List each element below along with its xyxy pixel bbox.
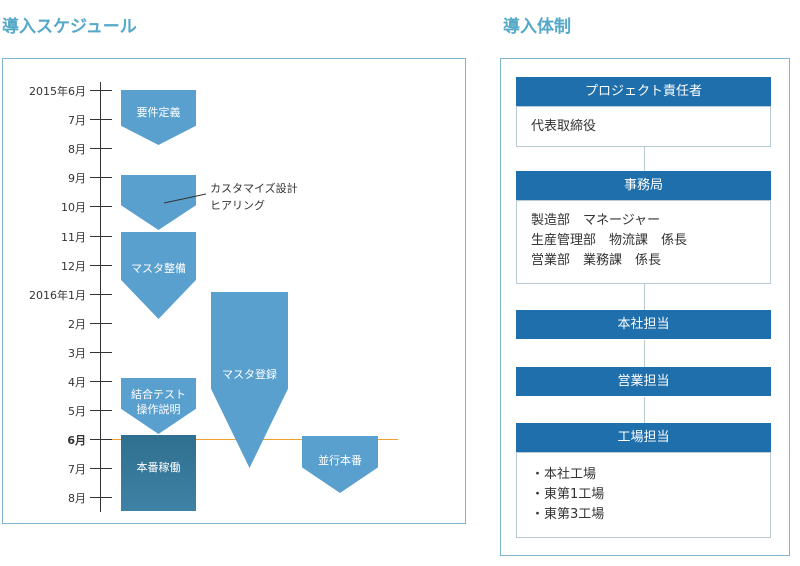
note-leader-line	[163, 193, 207, 204]
month-tick	[90, 439, 112, 440]
month-tick	[90, 468, 112, 469]
org-member: ・東第1工場	[531, 487, 605, 502]
month-label: 11月	[61, 230, 86, 244]
month-label: 4月	[68, 376, 86, 389]
hearing-note-line: カスタマイズ設計	[210, 182, 298, 195]
phase-production-label: 本番稼働	[136, 461, 181, 474]
month-tick	[90, 294, 112, 295]
org-hq-header: 本社担当	[516, 310, 771, 339]
month-tick	[90, 206, 112, 207]
month-tick	[90, 323, 112, 324]
org-pm-body: 代表取締役	[516, 106, 771, 147]
month-label: 7月	[68, 463, 86, 477]
month-tick	[90, 177, 112, 178]
org-member: 生産管理部 物流課 係長	[531, 233, 688, 248]
month-tick	[90, 236, 112, 237]
phase-production: 本番稼働	[121, 435, 196, 511]
org-office-header: 事務局	[516, 171, 771, 200]
org-member: ・本社工場	[531, 467, 597, 482]
month-label: 2015年6月	[29, 85, 86, 98]
month-label: 7月	[68, 114, 86, 128]
hearing-note-line: ヒアリング	[210, 199, 265, 212]
phase-integration-label-1: 結合テスト	[131, 388, 186, 401]
phase-integration-label-2: 操作説明	[136, 403, 181, 416]
phase-requirements-label: 要件定義	[136, 106, 181, 119]
phase-master-register-label: マスタ登録	[222, 368, 277, 381]
phase-parallel-label: 並行本番	[318, 454, 362, 467]
month-label: 10月	[61, 201, 86, 215]
month-label: 8月	[68, 143, 86, 157]
org-member: ・東第3工場	[531, 507, 605, 522]
month-label: 8月	[68, 492, 86, 506]
month-label: 3月	[68, 346, 86, 360]
month-label: 12月	[61, 259, 86, 273]
month-tick	[90, 410, 112, 411]
month-tick	[90, 148, 112, 149]
timeline-axis	[100, 82, 101, 512]
org-member: 営業部 業務課 係長	[531, 253, 662, 268]
schedule-panel	[2, 58, 466, 524]
month-tick	[90, 381, 112, 382]
org-factory-body: ・本社工場 ・東第1工場 ・東第3工場	[516, 452, 771, 538]
org-pm-header: プロジェクト責任者	[516, 77, 771, 106]
org-connector	[644, 340, 645, 367]
month-tick	[90, 265, 112, 266]
month-label: 2016年1月	[29, 288, 86, 302]
month-label: 2月	[68, 317, 86, 331]
phase-master-prep-label: マスタ整備	[131, 262, 186, 275]
org-member: 代表取締役	[531, 119, 597, 134]
org-office-body: 製造部 マネージャー 生産管理部 物流課 係長 営業部 業務課 係長	[516, 200, 771, 284]
org-connector	[644, 147, 645, 171]
org-panel	[500, 58, 790, 556]
org-sales-header: 営業担当	[516, 367, 771, 396]
month-tick	[90, 497, 112, 498]
month-tick	[90, 90, 112, 91]
month-label-current: 6月	[67, 434, 86, 448]
schedule-heading: 導入スケジュール	[2, 17, 137, 37]
org-connector	[644, 284, 645, 310]
month-label: 9月	[68, 172, 86, 186]
org-heading: 導入体制	[503, 17, 571, 37]
org-member: 製造部 マネージャー	[531, 213, 661, 228]
org-connector	[644, 397, 645, 423]
month-tick	[90, 352, 112, 353]
month-tick	[90, 119, 112, 120]
month-label: 5月	[68, 405, 86, 419]
hearing-note: カスタマイズ設計 ヒアリング	[210, 180, 298, 214]
org-factory-header: 工場担当	[516, 423, 771, 452]
